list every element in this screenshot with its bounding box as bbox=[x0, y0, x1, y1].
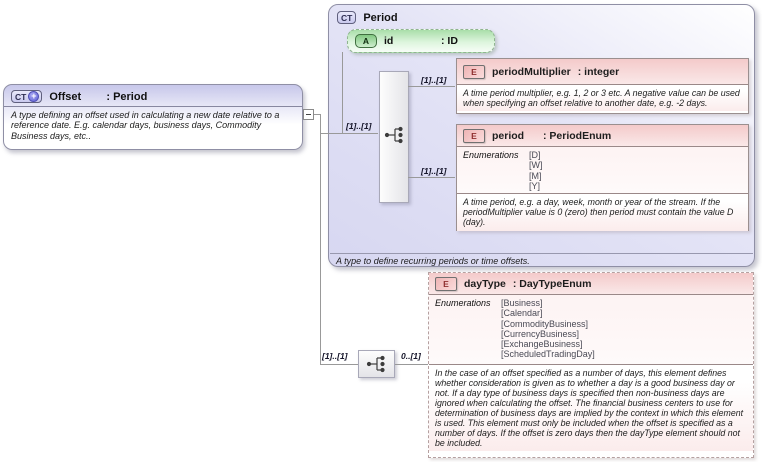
cardinality-label: [1]..[1] bbox=[322, 351, 348, 361]
sequence-icon bbox=[384, 126, 403, 144]
period-element-type: : PeriodEnum bbox=[543, 129, 612, 142]
enum-value: [M] bbox=[529, 170, 542, 181]
id-attribute-type: : ID bbox=[441, 35, 458, 47]
attribute-connector-line bbox=[342, 52, 343, 133]
connector-line bbox=[408, 177, 455, 178]
period-element-header: E period : PeriodEnum bbox=[457, 125, 748, 147]
attribute-badge: A bbox=[355, 34, 377, 48]
day-type-header: E dayType : DayTypeEnum bbox=[429, 273, 753, 295]
offset-base-type: : Period bbox=[106, 90, 148, 103]
expand-plus-icon[interactable]: + bbox=[28, 91, 40, 102]
period-footer-annotation: A type to define recurring periods or ti… bbox=[336, 256, 530, 266]
element-badge: E bbox=[463, 128, 485, 143]
connector-line bbox=[321, 133, 378, 134]
minus-icon bbox=[306, 114, 311, 115]
complex-type-badge: CT+ bbox=[11, 90, 43, 103]
collapse-button[interactable] bbox=[303, 109, 314, 120]
connector-line bbox=[314, 114, 321, 115]
period-element-description: A time period, e.g. a day, week, month o… bbox=[457, 194, 748, 231]
enumeration-values: [Business] [Calendar] [CommodityBusiness… bbox=[501, 298, 595, 362]
day-type-description: In the case of an offset specified as a … bbox=[429, 365, 753, 451]
connector-line bbox=[320, 114, 321, 365]
connector-line bbox=[395, 364, 428, 365]
enum-value: [D] bbox=[529, 150, 541, 160]
id-attribute-name: id bbox=[384, 35, 394, 47]
cardinality-label: [1]..[1] bbox=[421, 166, 447, 176]
day-type-type: : DayTypeEnum bbox=[512, 277, 592, 290]
connector-line bbox=[408, 86, 455, 87]
enum-value: [ExchangeBusiness] bbox=[501, 339, 583, 350]
period-multiplier-description: A time period multiplier, e.g. 1, 2 or 3… bbox=[457, 85, 748, 112]
period-multiplier-name: periodMultiplier bbox=[492, 65, 571, 78]
enum-value: [Business] bbox=[501, 298, 543, 308]
period-multiplier-type: : integer bbox=[577, 65, 620, 78]
enumerations-label: Enumerations bbox=[463, 150, 519, 160]
offset-complex-type-box[interactable]: CT+ Offset : Period A type defining an o… bbox=[3, 84, 303, 150]
day-type-enumerations: Enumerations [Business] [Calendar] [Comm… bbox=[429, 295, 753, 365]
cardinality-label: [1]..[1] bbox=[421, 75, 447, 85]
enum-value: [Calendar] bbox=[501, 308, 543, 319]
enum-value: [CommodityBusiness] bbox=[501, 318, 589, 329]
period-element-name: period bbox=[492, 129, 525, 142]
period-enumerations: Enumerations [D] [W] [M] [Y] bbox=[457, 147, 748, 194]
period-complex-type-box[interactable]: CT Period A id : ID E bbox=[328, 4, 755, 267]
period-element-box[interactable]: E period : PeriodEnum Enumerations [D] [… bbox=[456, 124, 749, 231]
id-attribute-box[interactable]: A id : ID bbox=[347, 29, 495, 53]
offset-header: CT+ Offset : Period bbox=[4, 85, 302, 107]
cardinality-label: [1]..[1] bbox=[346, 121, 372, 131]
period-multiplier-header: E periodMultiplier : integer bbox=[457, 59, 748, 85]
offset-name: Offset bbox=[49, 90, 82, 103]
enumeration-values: [D] [W] [M] [Y] bbox=[529, 150, 543, 191]
sequence-icon bbox=[366, 355, 385, 373]
sequence-compositor[interactable] bbox=[379, 71, 409, 203]
element-badge: E bbox=[463, 64, 485, 79]
enum-value: [CurrencyBusiness] bbox=[501, 328, 580, 339]
connector-line bbox=[321, 364, 358, 365]
enum-value: [ScheduledTradingDay] bbox=[501, 349, 595, 360]
offset-description: A type defining an offset used in calcul… bbox=[11, 110, 280, 141]
enum-value: [W] bbox=[529, 160, 543, 171]
day-type-element-box[interactable]: E dayType : DayTypeEnum Enumerations [Bu… bbox=[428, 272, 754, 458]
complex-type-badge-label: CT bbox=[15, 91, 27, 102]
complex-type-badge: CT bbox=[337, 11, 357, 24]
period-name: Period bbox=[363, 11, 398, 24]
element-badge: E bbox=[435, 276, 457, 291]
day-type-name: dayType bbox=[464, 277, 506, 290]
enumerations-label: Enumerations bbox=[435, 298, 491, 308]
day-type-sequence-compositor[interactable] bbox=[358, 350, 395, 378]
period-footer-divider bbox=[330, 253, 753, 254]
enum-value: [Y] bbox=[529, 180, 541, 191]
cardinality-label: 0..[1] bbox=[401, 351, 421, 361]
period-multiplier-element-box[interactable]: E periodMultiplier : integer A time peri… bbox=[456, 58, 749, 114]
period-header: CT Period bbox=[337, 11, 398, 24]
